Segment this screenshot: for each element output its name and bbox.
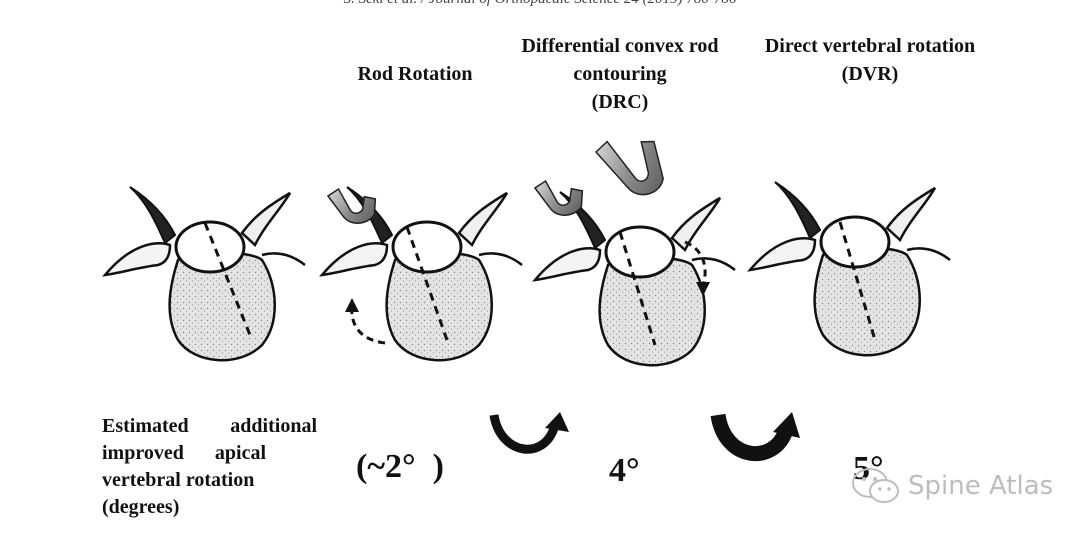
row-label-line: vertebral rotation	[102, 467, 317, 494]
arrow-head-icon	[345, 298, 359, 312]
vertebra-dvr	[750, 182, 950, 355]
vertebra-reference	[105, 187, 305, 360]
row-label: Estimated additional improved apical ver…	[102, 413, 317, 521]
vertebra-drc	[535, 192, 735, 365]
rotation-arrow-icon	[494, 412, 569, 449]
row-label-line: Estimated additional	[102, 413, 317, 440]
wechat-icon	[850, 466, 902, 506]
watermark: Spine Atlas	[850, 466, 1053, 506]
watermark-text: Spine Atlas	[908, 471, 1053, 501]
rotation-arrow-icon	[718, 412, 800, 454]
value-drc: 4°	[609, 452, 640, 490]
row-label-line: (degrees)	[102, 494, 317, 521]
row-label-line: improved apical	[102, 440, 266, 467]
rod-icon	[594, 127, 670, 206]
value-rod-rotation: (~2° )	[356, 448, 444, 486]
